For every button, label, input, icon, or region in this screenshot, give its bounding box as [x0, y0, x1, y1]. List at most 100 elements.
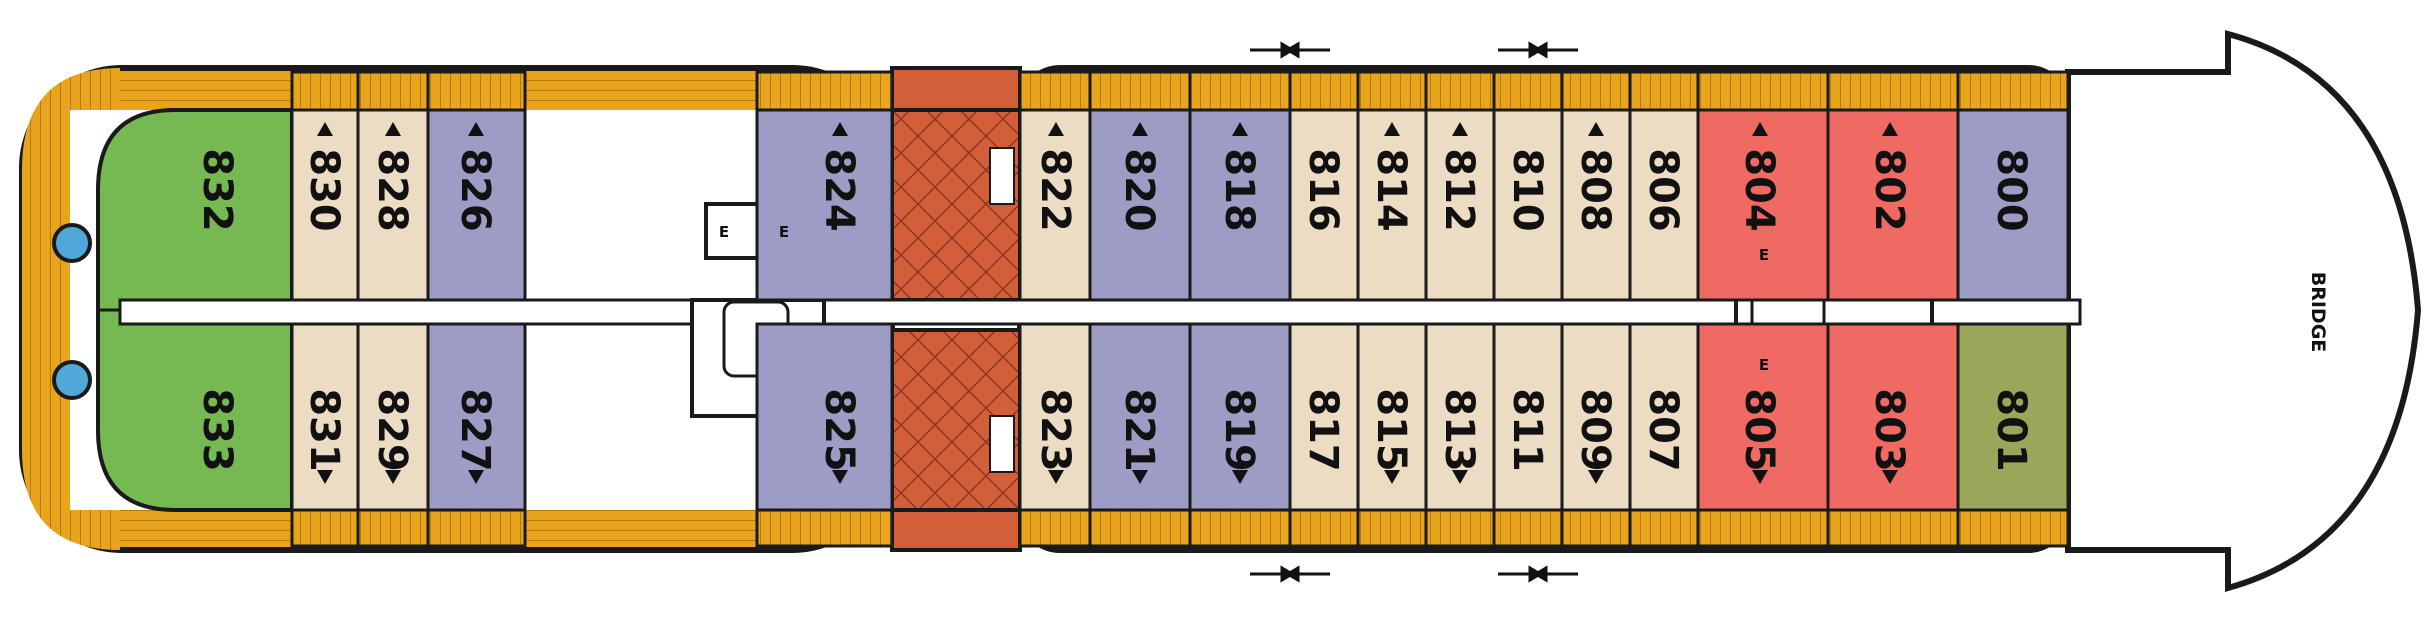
cabin-number-bottom: 821: [1116, 388, 1162, 472]
balcony-bottom: [1492, 508, 1564, 548]
cabin-number-bottom: 823: [1032, 388, 1078, 472]
midship-stairs: [890, 66, 1022, 552]
cabin-number-top: 812: [1436, 148, 1482, 232]
balcony-bottom: [1696, 508, 1830, 548]
porthole-top: [52, 223, 92, 263]
balcony-bottom: [1288, 508, 1360, 548]
triangle-icon: [1882, 470, 1898, 484]
triangle-icon: [317, 122, 333, 136]
cabin-top[interactable]: [1628, 108, 1700, 302]
cabin-top[interactable]: [1088, 108, 1192, 302]
triangle-icon: [1384, 470, 1400, 484]
elevator-label: E: [779, 223, 789, 241]
cabin-number-bottom: 813: [1436, 388, 1482, 472]
cabin-number-top: 820: [1116, 148, 1162, 232]
triangle-icon: [832, 470, 848, 484]
cabin-number-bottom: 827: [452, 388, 498, 472]
balcony-top: [356, 70, 430, 112]
balcony-top: [1956, 70, 2070, 112]
cabin-number-bottom: 815: [1368, 388, 1414, 472]
balcony-bottom: [1188, 508, 1292, 548]
balcony-top: [1288, 70, 1360, 112]
balcony-bottom: [1628, 508, 1700, 548]
triangle-icon: [1048, 470, 1064, 484]
cabin-bottom[interactable]: [1288, 322, 1360, 512]
balcony-bottom: [356, 508, 430, 548]
bridge: [2065, 30, 2422, 592]
balcony-top: [1424, 70, 1496, 112]
triangle-icon: [1132, 470, 1148, 484]
stairs-top: [989, 147, 1015, 205]
cabin-number-bottom: 807: [1640, 388, 1686, 472]
cabin-number-top: 810: [1504, 148, 1550, 232]
cabin-bottom[interactable]: [1956, 322, 2070, 512]
triangle-icon: [1588, 122, 1604, 136]
elevator-label: E: [1759, 246, 1769, 264]
triangle-icon: [832, 122, 848, 136]
balcony-bottom: [1826, 508, 1960, 548]
cabin-top[interactable]: [426, 108, 527, 302]
cabin-bottom[interactable]: [755, 322, 894, 512]
cabin-top[interactable]: [290, 108, 360, 302]
porthole-bottom: [52, 360, 92, 400]
cabin-number-top: 828: [369, 148, 415, 232]
cabin-number-bottom: 831: [301, 388, 347, 472]
cabin-top[interactable]: [1696, 108, 1830, 302]
triangle-icon: [385, 122, 401, 136]
balcony-bottom: [1018, 508, 1092, 548]
cabin-top[interactable]: [755, 108, 894, 302]
cabin-top[interactable]: [1018, 108, 1092, 302]
cabin-number-top: 826: [452, 148, 498, 232]
cabin-number-bottom: 803: [1866, 388, 1912, 472]
cabin-number-top: 806: [1640, 148, 1686, 232]
elevator-label: E: [1759, 356, 1769, 374]
triangle-icon: [1752, 122, 1768, 136]
cabin-bottom[interactable]: [1424, 322, 1496, 512]
cabin-top[interactable]: [1188, 108, 1292, 302]
balcony-bottom: [1088, 508, 1192, 548]
triangle-icon: [385, 470, 401, 484]
cabin-number-top: 832: [194, 148, 240, 232]
triangle-icon: [317, 470, 333, 484]
cabins-layer: [290, 70, 2070, 548]
cabin-bottom[interactable]: [1492, 322, 1564, 512]
cabin-number-top: 818: [1216, 148, 1262, 232]
labels-layer: 832 830 828 826 824 822 820 818 816 814 812 810 808 8…: [194, 122, 2034, 484]
cabin-number-top: 802: [1866, 148, 1912, 232]
triangle-icon: [468, 122, 484, 136]
triangle-icon: [1452, 470, 1468, 484]
cabin-number-top: 816: [1300, 148, 1346, 232]
cabin-number-top: 824: [816, 148, 862, 232]
cabin-number-bottom: 825: [816, 388, 862, 472]
balcony-bottom: [1956, 508, 2070, 548]
balcony-top: [755, 70, 894, 112]
triangle-icon: [1452, 122, 1468, 136]
balcony-bottom: [755, 508, 894, 548]
cabin-top[interactable]: [1492, 108, 1564, 302]
triangle-icon: [468, 470, 484, 484]
balcony-bottom: [1356, 508, 1428, 548]
triangle-icon: [1588, 470, 1604, 484]
balcony-top: [1492, 70, 1564, 112]
cabin-number-top: 808: [1572, 148, 1618, 232]
cabin-top[interactable]: [1424, 108, 1496, 302]
triangle-icon: [1752, 470, 1768, 484]
triangle-icon: [1232, 470, 1248, 484]
cabin-number-top: 830: [301, 148, 347, 232]
converging-arrows-icon: [1250, 41, 1578, 583]
cabin-number-bottom: 801: [1988, 388, 2034, 472]
cabin-number-bottom: 809: [1572, 388, 1618, 472]
cabin-top[interactable]: [356, 108, 430, 302]
cabin-number-bottom: 833: [194, 388, 240, 472]
cabin-number-top: 814: [1368, 148, 1414, 232]
cabin-number-bottom: 819: [1216, 388, 1262, 472]
bridge-label: BRIDGE: [2307, 272, 2329, 353]
cabin-number-top: 800: [1988, 148, 2034, 232]
cabin-number-top: 822: [1032, 148, 1078, 232]
balcony-top: [1188, 70, 1292, 112]
triangle-icon: [1232, 122, 1248, 136]
balcony-bottom: [290, 508, 360, 548]
cabin-number-bottom: 805: [1736, 388, 1782, 472]
balcony-top: [1628, 70, 1700, 112]
